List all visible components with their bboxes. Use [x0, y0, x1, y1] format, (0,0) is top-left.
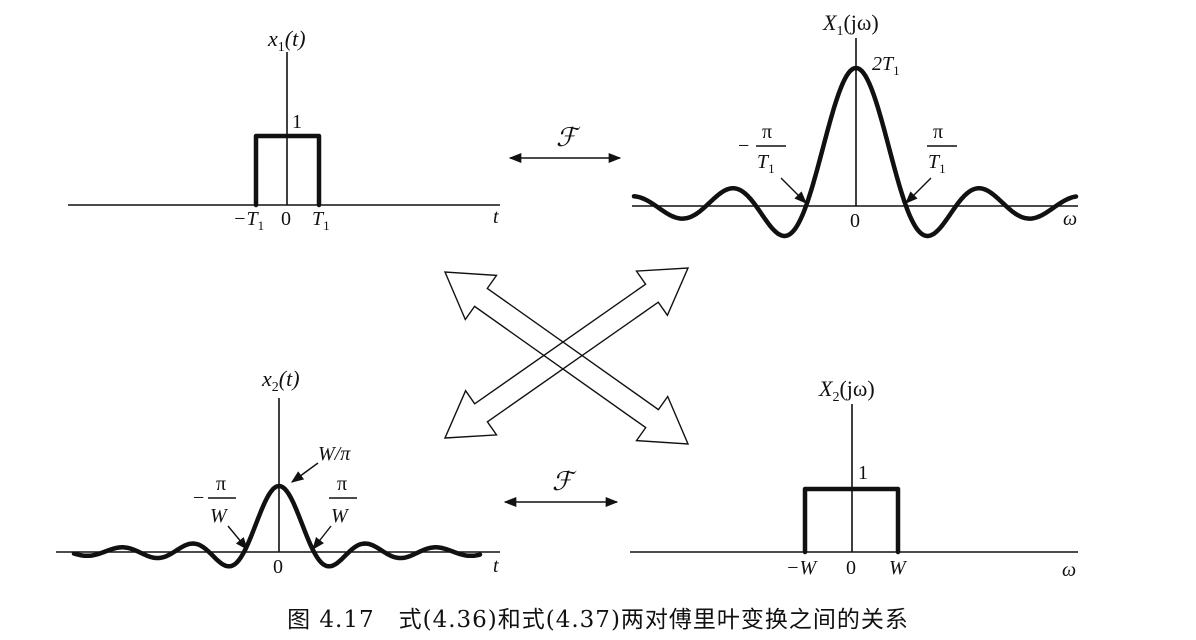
transform-arrow-top: ℱ [508, 123, 622, 164]
svg-text:π: π [762, 121, 772, 143]
X2-axis-var: ω [1062, 559, 1076, 581]
panel-x1-time-pulse: x1(t) 1 −T1 0 T1 t [68, 26, 500, 233]
x2-zero-right-label: π W [312, 473, 357, 550]
X1-axis-var: ω [1063, 208, 1077, 230]
X1-zero-left-label: − π T1 [738, 121, 807, 204]
duality-cross-arrows [443, 267, 690, 445]
X1-peak-label: 2T1 [872, 53, 900, 78]
x1-tick-neg: −T1 [233, 208, 264, 233]
X1-tick-zero: 0 [850, 210, 860, 232]
x1-tick-pos: T1 [312, 208, 330, 233]
X1-ylabel: X1(jω) [822, 10, 879, 39]
X1-sinc-curve [631, 65, 1079, 239]
svg-text:T1: T1 [757, 151, 775, 176]
x2-peak-label: W/π [318, 443, 351, 465]
X2-height-label: 1 [858, 462, 868, 484]
transform-arrow-bottom: ℱ [503, 467, 619, 508]
x1-rect-pulse [253, 133, 322, 208]
svg-text:T1: T1 [928, 151, 946, 176]
x2-tick-zero: 0 [273, 556, 283, 578]
transform-symbol-top: ℱ [556, 123, 581, 152]
svg-text:−: − [193, 487, 204, 509]
svg-text:π: π [337, 473, 347, 495]
svg-text:W: W [331, 505, 350, 527]
duality-arrow-diagonal-a [443, 271, 690, 445]
X2-rect-spectrum [802, 486, 901, 555]
X2-tick-neg: −W [786, 557, 818, 579]
duality-arrow-diagonal-b [443, 267, 690, 439]
panel-x2-time-sinc: x2(t) W/π − π W π W 0 t [56, 366, 500, 578]
x2-zero-left-label: − π W [193, 473, 248, 550]
x2-axis-var: t [493, 555, 499, 577]
x1-ylabel: x1(t) [267, 26, 306, 55]
svg-text:π: π [933, 121, 943, 143]
x1-axis-var: t [493, 206, 499, 228]
fourier-duality-figure: x1(t) 1 −T1 0 T1 t ℱ X1(jω) 2T1 − π T1 [56, 10, 1079, 581]
panel-X2-frequency-pulse: X2(jω) 1 −W 0 W ω [630, 376, 1078, 581]
x2-ylabel: x2(t) [261, 366, 300, 395]
x1-height-label: 1 [292, 111, 302, 133]
svg-text:π: π [216, 473, 226, 495]
x1-tick-zero: 0 [281, 208, 291, 230]
figure-caption: 图 4.17 式(4.36)和式(4.37)两对傅里叶变换之间的关系 [287, 607, 909, 633]
panel-X1-frequency-sinc: X1(jω) 2T1 − π T1 π T1 0 ω [631, 10, 1079, 239]
svg-text:−: − [738, 135, 749, 157]
X2-ylabel: X2(jω) [818, 376, 875, 405]
transform-symbol-bottom: ℱ [552, 467, 577, 496]
svg-text:W: W [210, 505, 229, 527]
x2-sinc-curve [71, 483, 483, 569]
X1-zero-right-label: π T1 [905, 121, 957, 204]
X2-tick-zero: 0 [846, 557, 856, 579]
X2-tick-pos: W [889, 557, 908, 579]
